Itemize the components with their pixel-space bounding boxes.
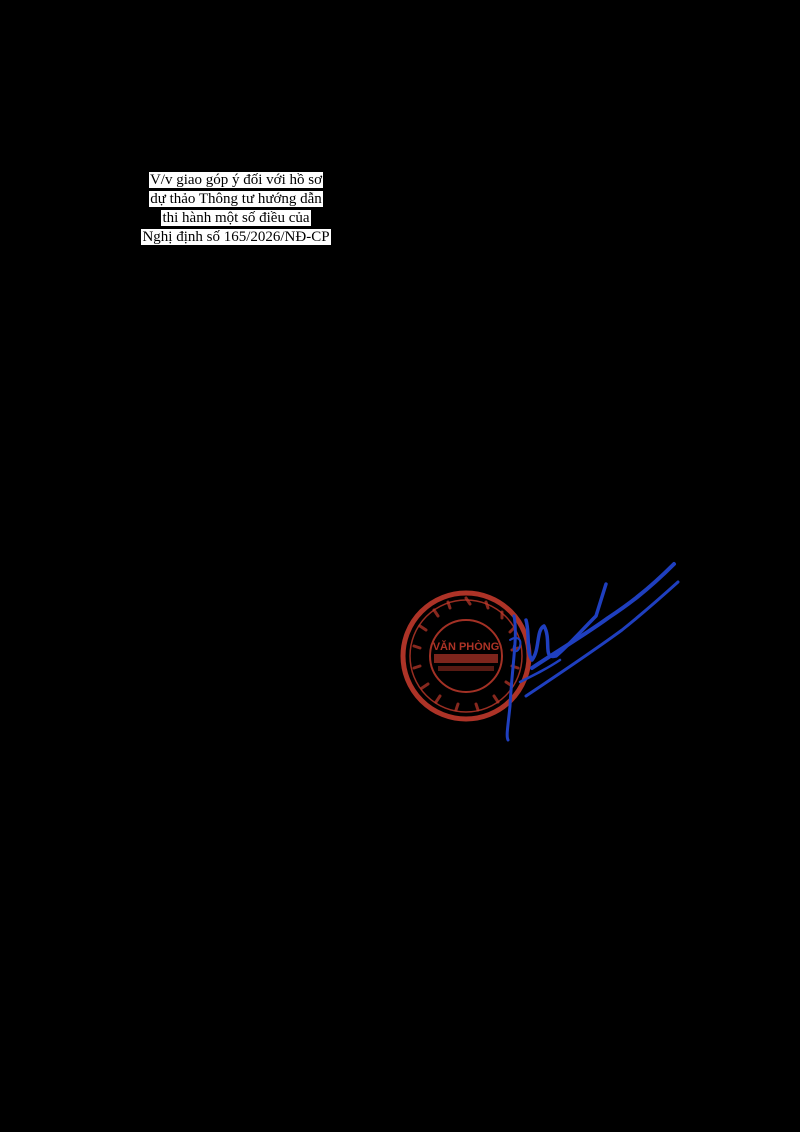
- seal-icon: VĂN PHÒNG: [400, 590, 532, 722]
- subject-line: thi hành một số điều của: [161, 210, 311, 226]
- subject-line: V/v giao góp ý đối với hồ sơ: [148, 172, 324, 188]
- subject-block: V/v giao góp ý đối với hồ sơ dự thảo Thô…: [132, 171, 340, 247]
- subject-line: Nghị định số 165/2026/NĐ-CP: [141, 229, 331, 245]
- official-seal: VĂN PHÒNG: [398, 588, 534, 724]
- subject-line: dự thảo Thông tư hướng dẫn: [149, 191, 323, 207]
- handwritten-signature: [496, 556, 684, 742]
- signature-icon: [505, 562, 680, 742]
- svg-text:VĂN PHÒNG: VĂN PHÒNG: [433, 640, 500, 653]
